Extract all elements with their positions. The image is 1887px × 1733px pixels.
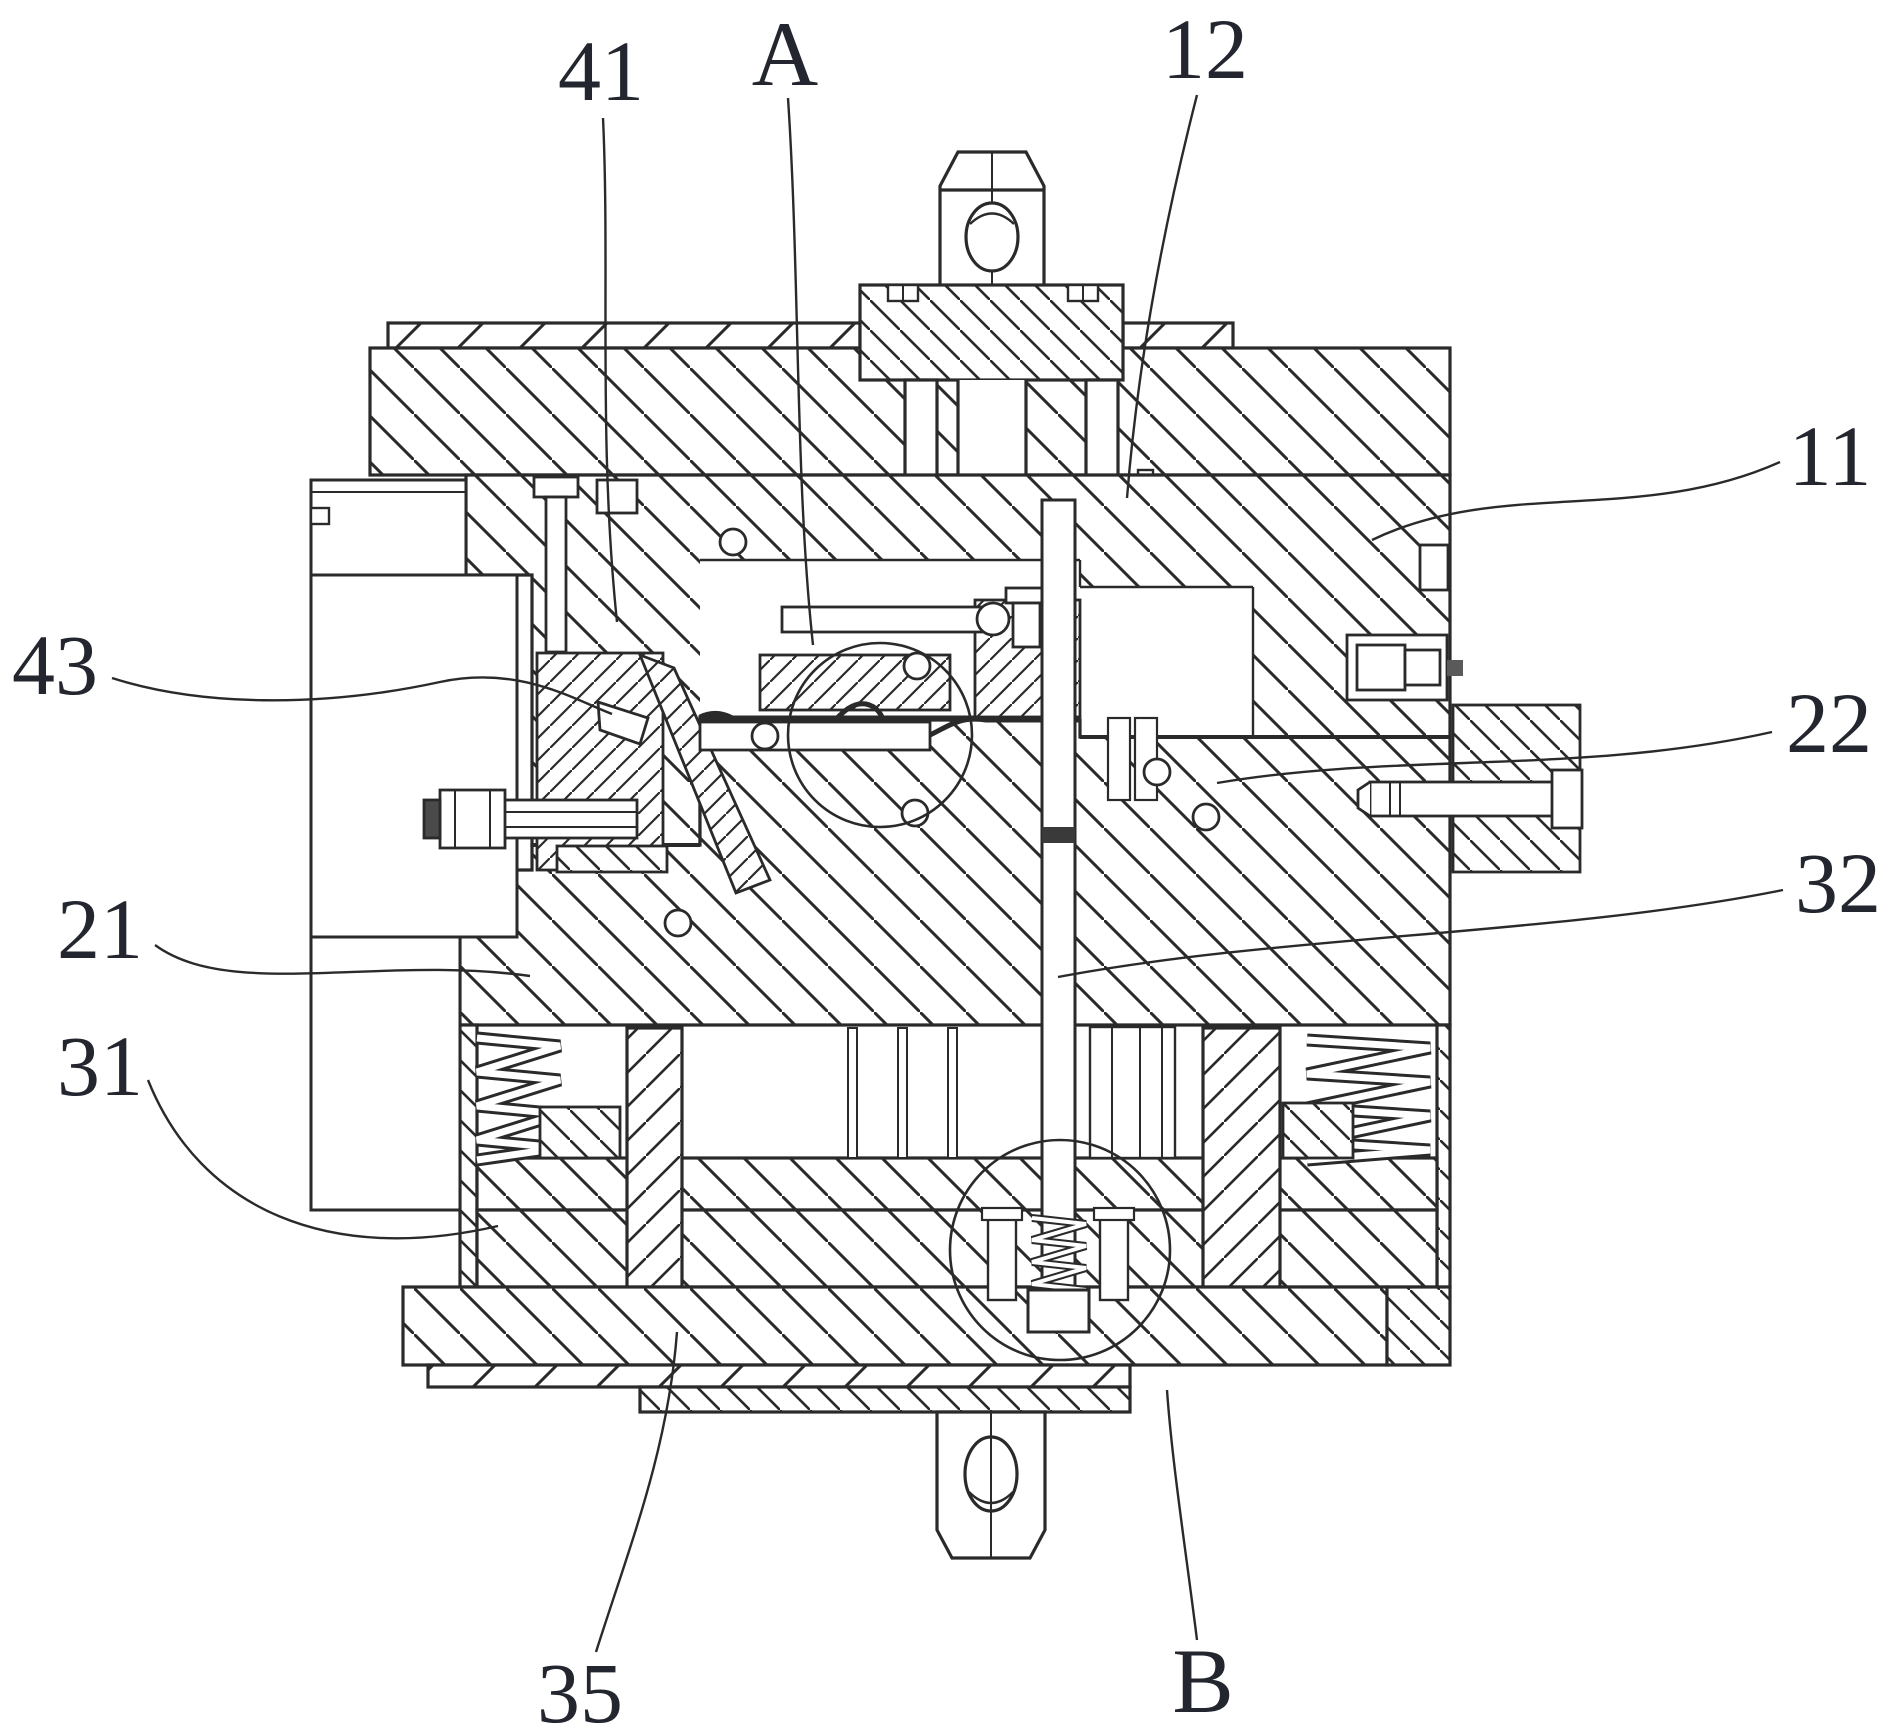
side-core-bolt-tip xyxy=(422,798,442,840)
left-plate-notch xyxy=(309,506,331,526)
housing-rail-left xyxy=(458,1023,479,1289)
rod-side-stud-right xyxy=(1098,1213,1130,1302)
bottom-eyebolt xyxy=(935,1410,1047,1560)
bottom-plate xyxy=(401,1285,1389,1367)
side-core-assembly xyxy=(422,788,669,874)
return-pin-sleeve xyxy=(1088,1025,1177,1160)
right-side-fittings xyxy=(1345,543,1584,874)
central-ejector-rod-group xyxy=(980,498,1136,1334)
left-plate-mid xyxy=(309,573,519,939)
vent-hole xyxy=(718,527,748,557)
label-41: 41 xyxy=(558,23,644,119)
cavity-pocket-right xyxy=(1080,587,1253,737)
left-plate-lower xyxy=(309,935,462,1212)
label-11: 11 xyxy=(1789,408,1872,504)
angled-lifter xyxy=(637,652,772,895)
ejector-pin-2 xyxy=(897,1027,908,1159)
label-35: 35 xyxy=(537,1645,623,1733)
rod-bottom-cap xyxy=(1026,1288,1091,1334)
leader-32 xyxy=(1057,888,1784,979)
leader-31 xyxy=(146,1079,499,1240)
support-pillar-left xyxy=(625,1026,684,1289)
detail-circle-a xyxy=(786,641,974,829)
right-bracket xyxy=(1418,543,1450,592)
leader-11 xyxy=(1371,460,1781,542)
side-clamp-bolt-shaft xyxy=(1368,780,1558,818)
rod-side-stud-left xyxy=(986,1213,1018,1302)
top-eyebolt-eye xyxy=(964,201,1020,273)
ejector-base-plate xyxy=(475,1208,1439,1289)
slide-stud-head xyxy=(595,478,639,515)
housing-rail-right xyxy=(1435,1023,1452,1289)
rod-collar xyxy=(1042,827,1075,843)
core-insert xyxy=(758,653,952,712)
horizontal-pin-lower xyxy=(698,720,932,752)
bottom-clamp-rail xyxy=(638,1385,1132,1414)
left-return-spring xyxy=(475,1031,562,1167)
ejector-zone xyxy=(475,1025,1432,1167)
spring-seat-right xyxy=(1281,1101,1355,1160)
horizontal-pin-upper xyxy=(780,605,987,634)
label-43: 43 xyxy=(12,617,98,713)
leader-B xyxy=(1165,1389,1199,1641)
bottom-plate-ledge xyxy=(426,1363,1132,1389)
leader-22 xyxy=(1216,730,1773,785)
small-pin-1 xyxy=(1106,716,1132,802)
leader-12 xyxy=(1125,94,1199,499)
leader-35 xyxy=(594,1331,679,1653)
ejector-retainer-plate xyxy=(475,1156,1439,1212)
top-plate-strip-right xyxy=(1121,321,1235,350)
label-32: 32 xyxy=(1795,835,1881,931)
label-B: B xyxy=(1172,1630,1233,1732)
ejector-pin-1 xyxy=(847,1027,858,1159)
top-plate-strip-left xyxy=(386,321,862,350)
plate-stack xyxy=(368,150,1452,1560)
label-31: 31 xyxy=(57,1018,143,1114)
ejector-pin-3 xyxy=(947,1027,958,1159)
side-clamp-bolt-head xyxy=(1550,768,1584,830)
side-core-step-block xyxy=(555,844,669,874)
ejector-rod xyxy=(1040,498,1077,1292)
left-plate-upper xyxy=(309,478,468,577)
slide-screw-head xyxy=(532,475,580,499)
pin-head xyxy=(975,601,1011,637)
detail-circle-b xyxy=(948,1138,1172,1362)
leader-lines xyxy=(111,94,1784,1653)
cavity-screw xyxy=(1011,601,1042,649)
slide-screw xyxy=(544,495,568,654)
label-12: 12 xyxy=(1162,1,1248,97)
label-21: 21 xyxy=(57,881,143,977)
core-details xyxy=(532,475,1221,938)
leader-41 xyxy=(601,117,619,623)
leader-43 xyxy=(111,676,613,716)
leader-21 xyxy=(154,944,531,978)
left-clamp-plate-group xyxy=(309,478,519,1212)
support-pillar-right xyxy=(1201,1026,1282,1289)
leader-A xyxy=(786,97,815,646)
label-22: 22 xyxy=(1786,675,1872,771)
reference-labels: 41 A 12 11 43 22 21 32 31 35 B xyxy=(12,1,1881,1733)
bottom-plate-end-block xyxy=(1385,1285,1452,1367)
spring-seat-left xyxy=(538,1105,622,1160)
side-core-bolt-head xyxy=(438,788,507,850)
connector-pin xyxy=(1447,660,1463,676)
top-eyebolt xyxy=(938,150,1046,292)
label-A: A xyxy=(752,3,818,105)
